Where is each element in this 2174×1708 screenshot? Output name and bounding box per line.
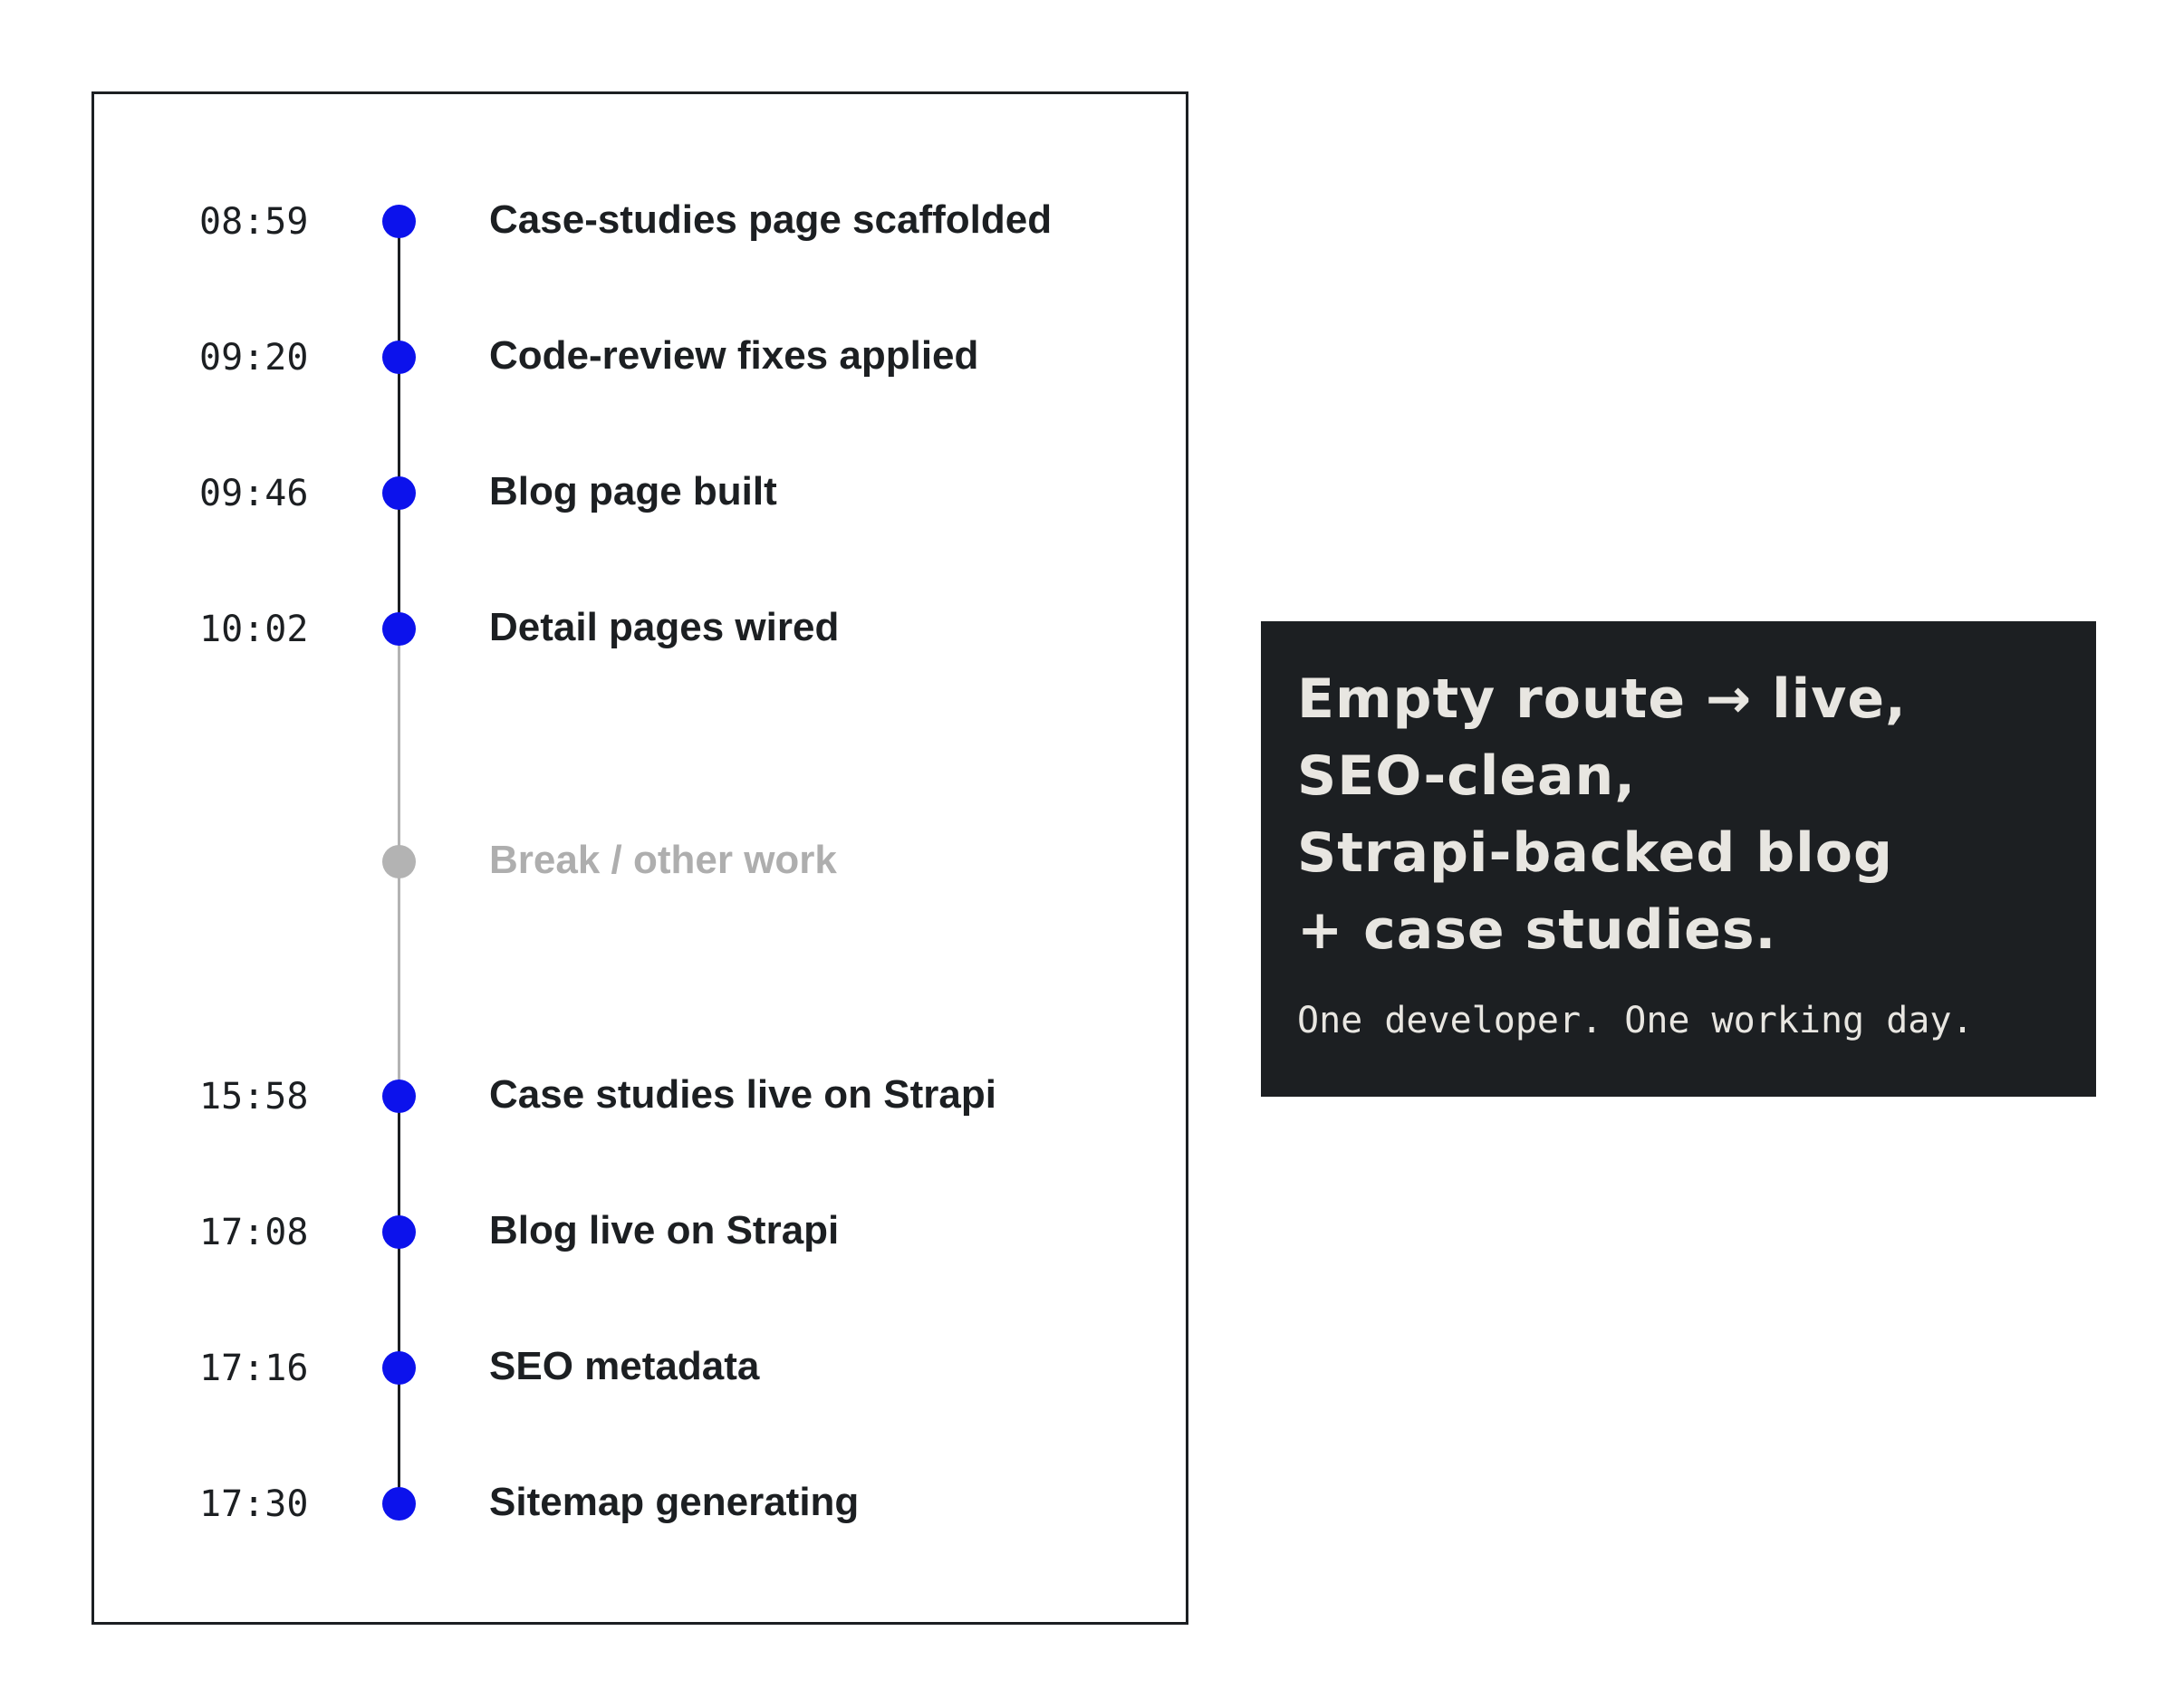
event-time: 15:58 bbox=[199, 1076, 309, 1118]
timeline-rail-afternoon bbox=[398, 1090, 400, 1496]
event-dot bbox=[382, 1215, 416, 1249]
summary-panel: Empty route → live, SEO-clean, Strapi-ba… bbox=[1261, 621, 2096, 1097]
summary-headline: Empty route → live, SEO-clean, Strapi-ba… bbox=[1297, 661, 2096, 969]
event-dot bbox=[382, 612, 416, 646]
headline-line: SEO-clean, bbox=[1297, 744, 1637, 808]
event-time: 10:02 bbox=[199, 609, 309, 650]
event-time: 17:16 bbox=[199, 1348, 309, 1389]
summary-subline: One developer. One working day. bbox=[1297, 1000, 1974, 1041]
headline-line: Empty route → live, bbox=[1297, 667, 1907, 731]
timeline-rail-morning bbox=[398, 220, 400, 626]
event-label: Case-studies page scaffolded bbox=[489, 197, 1053, 242]
event-dot bbox=[382, 1351, 416, 1385]
event-label: Case studies live on Strapi bbox=[489, 1072, 996, 1117]
event-label: Sitemap generating bbox=[489, 1480, 860, 1524]
timeline-card bbox=[91, 91, 1188, 1625]
event-dot bbox=[382, 476, 416, 510]
event-dot bbox=[382, 205, 416, 238]
event-time: 17:30 bbox=[199, 1483, 309, 1525]
event-dot bbox=[382, 1079, 416, 1113]
event-time: 09:20 bbox=[199, 337, 309, 379]
headline-line: Strapi-backed blog bbox=[1297, 821, 1893, 885]
event-time: 08:59 bbox=[199, 201, 309, 243]
event-dot bbox=[382, 341, 416, 374]
event-dot-muted bbox=[382, 845, 416, 878]
event-label: Code-review fixes applied bbox=[489, 333, 979, 378]
event-label: SEO metadata bbox=[489, 1344, 760, 1388]
event-label: Detail pages wired bbox=[489, 605, 840, 649]
event-label: Blog live on Strapi bbox=[489, 1208, 840, 1252]
event-dot bbox=[382, 1487, 416, 1521]
event-label: Break / other work bbox=[489, 838, 837, 882]
headline-line: + case studies. bbox=[1297, 898, 1777, 962]
event-time: 17:08 bbox=[199, 1212, 309, 1253]
event-label: Blog page built bbox=[489, 469, 777, 513]
event-time: 09:46 bbox=[199, 473, 309, 514]
